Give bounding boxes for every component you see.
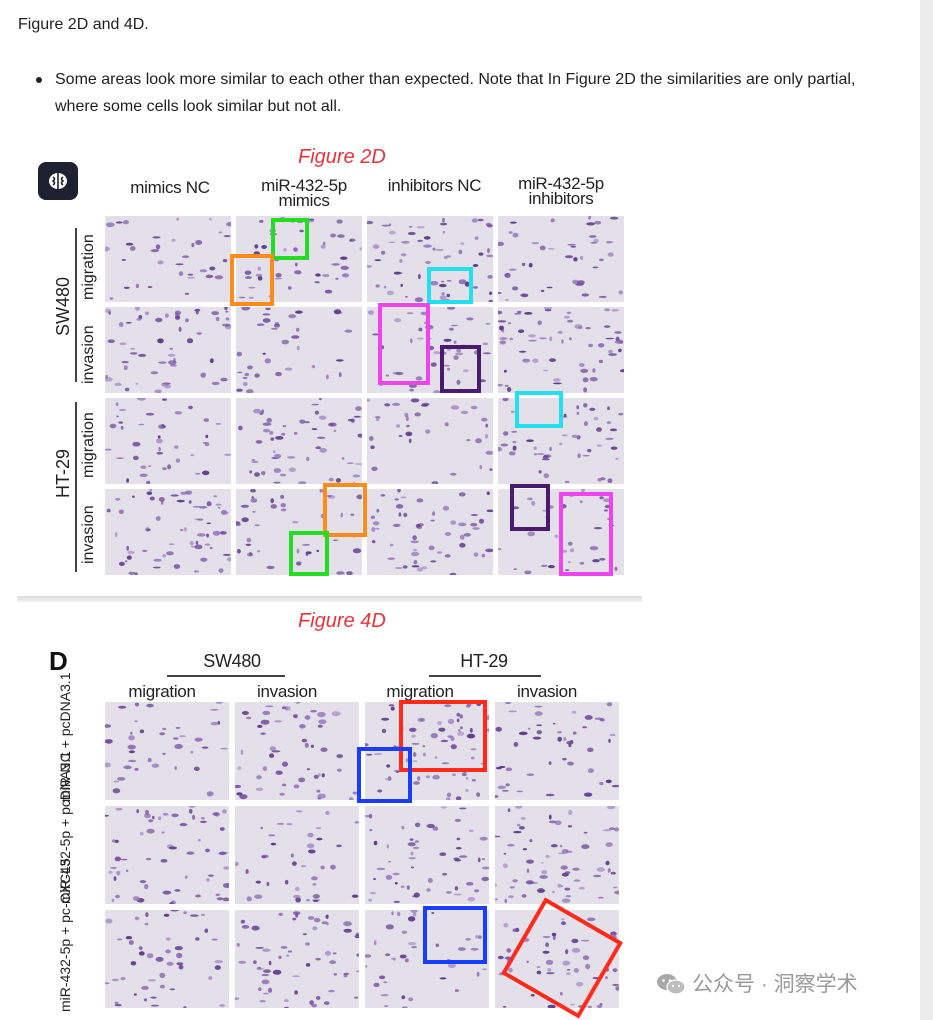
micrograph-2d-2-4 [498,307,624,393]
bullet-text: Some areas look more similar to each oth… [55,71,856,115]
micrograph-4d-3-4 [495,910,619,1008]
watermark-text: 公众号 · 洞察学术 [692,973,858,996]
micrograph-2d-3-1 [105,398,231,484]
micrograph-4d-1-2 [235,702,359,800]
micrograph-4d-1-4 [495,702,619,800]
micrograph-2d-2-2 [236,307,362,393]
bullet-dot [36,77,42,83]
highlight-box-2d-green-bottom [289,531,329,576]
highlight-box-4d-blue-top [357,747,412,803]
col-label-4d-ht-invasion: invasion [517,682,577,701]
group-underline-ht29 [429,675,541,677]
col-label-4d-sw-invasion: invasion [257,682,317,701]
micrograph-2d-3-3 [367,398,493,484]
col-label-mimics-nc: mimics NC [130,178,210,197]
micrograph-2d-1-3 [367,216,493,302]
col-label-4d-sw-migration: migration [128,682,196,701]
micrograph-4d-3-2 [235,910,359,1008]
row-label-sw480-migration: migration [80,234,97,300]
highlight-box-2d-purple-right [510,484,550,531]
micrograph-4d-2-3 [365,806,489,904]
micrograph-2d-1-4 [498,216,624,302]
micrograph-2d-2-3 [367,307,493,393]
micrograph-2d-3-2 [236,398,362,484]
col-label-mir-inhibitors: miR-432-5p inhibitors [518,174,604,208]
brain-icon[interactable] [38,162,78,200]
figure-2d: Figure 2D mimics NC miR-432-5p mimics in… [17,140,642,600]
group-label-sw480: SW480 [53,276,73,336]
row-label-ht29-invasion: invasion [80,505,97,564]
micrograph-4d-2-2 [235,806,359,904]
panel-letter-d: D [49,646,68,676]
highlight-box-2d-purple-mid [440,345,481,393]
highlight-box-2d-cyan-right [515,391,563,428]
highlight-box-2d-magenta-left [378,303,430,385]
figure-2d-title: Figure 2D [298,146,386,168]
micrograph-4d-3-3 [365,910,489,1008]
scrollbar-track[interactable] [920,0,933,1020]
highlight-box-4d-blue-bottom [423,906,487,964]
micrograph-2d-1-1 [105,216,231,302]
micrograph-4d-2-1 [105,806,229,904]
col-label-mir-mimics: miR-432-5p mimics [261,176,347,210]
watermark: 公众号 · 洞察学术 [656,968,858,998]
group-label-ht29-4d: HT-29 [460,651,508,671]
highlight-box-2d-orange-top [230,254,274,306]
group-bracket-ht29 [75,402,77,572]
row-label-sw480-invasion: invasion [80,325,97,384]
figure-separator-shadow [17,596,642,606]
group-underline-sw480 [167,675,285,677]
row-label-4d-mir-432-cxcl5: miR-432-5p + pc-CXCL5 [57,858,73,1012]
micrograph-4d-2-4 [495,806,619,904]
figure-4d: Figure 4D D SW480 HT-29 migration invasi… [17,602,642,1020]
group-label-ht29: HT-29 [53,448,73,498]
highlight-box-2d-cyan-top [427,267,473,304]
col-label-4d-ht-migration: migration [386,682,454,701]
highlight-box-2d-green-top [271,218,309,260]
group-bracket-sw480 [75,228,77,382]
micrograph-2d-4-1 [105,489,231,575]
highlight-box-2d-magenta-right [559,492,613,576]
col-label-inhibitors-nc: inhibitors NC [387,176,482,195]
highlight-box-2d-orange-bottom [323,483,367,537]
micrograph-4d-1-1 [105,702,229,800]
micrograph-4d-1-3 [365,702,489,800]
row-label-ht29-migration: migration [80,412,97,478]
wechat-icon [657,974,686,995]
micrograph-4d-3-1 [105,910,229,1008]
highlight-box-4d-red-top [399,700,487,772]
group-label-sw480-4d: SW480 [203,651,261,671]
intro-text: Figure 2D and 4D. [18,16,149,33]
micrograph-2d-4-3 [367,489,493,575]
micrograph-2d-2-1 [105,307,231,393]
figure-4d-title: Figure 4D [298,610,386,632]
